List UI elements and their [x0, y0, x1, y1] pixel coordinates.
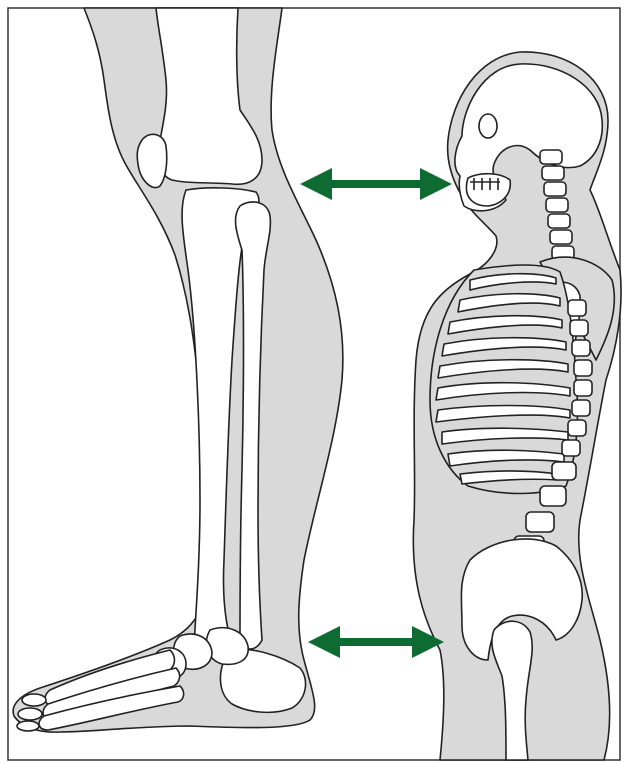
eye-orbit — [479, 114, 497, 138]
toe-bone — [22, 694, 46, 706]
torso-panel — [413, 52, 621, 760]
toe-bone — [18, 708, 42, 720]
toe-bone — [17, 721, 39, 731]
leg-panel — [13, 8, 343, 732]
